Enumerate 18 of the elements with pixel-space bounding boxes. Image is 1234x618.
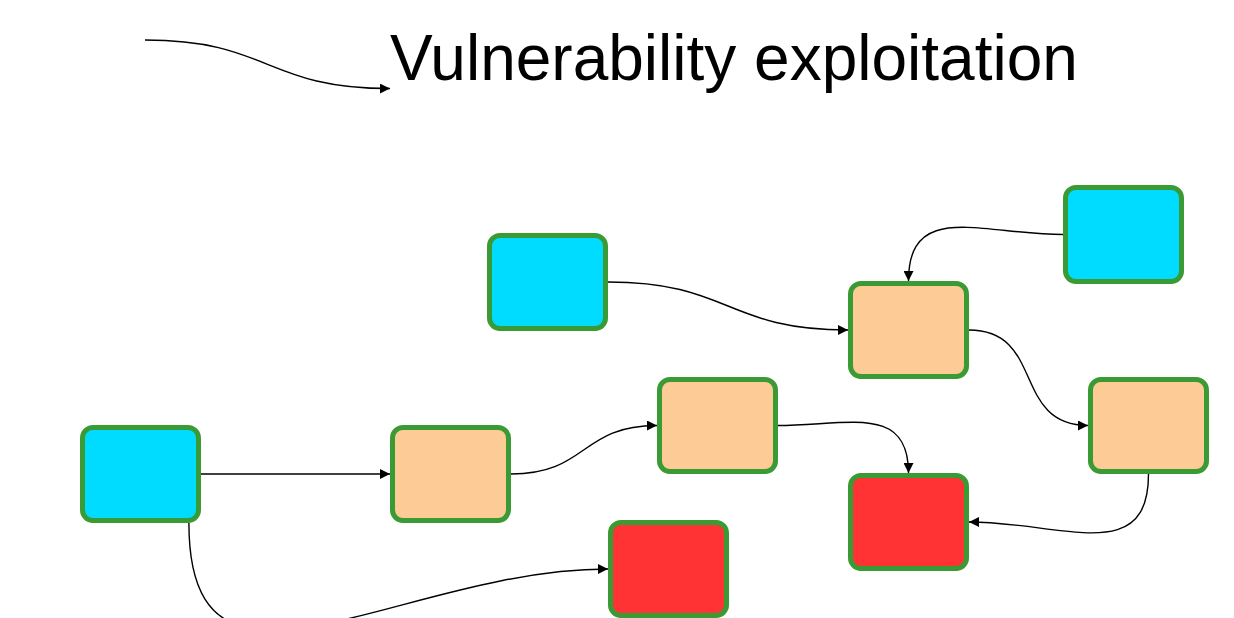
arrow [607, 281, 849, 335]
arrow [968, 329, 1089, 430]
node-box [487, 233, 608, 331]
arrow [777, 421, 913, 474]
node-box [80, 425, 201, 523]
node-box [1088, 377, 1209, 474]
node-box [608, 520, 729, 618]
node-box [1063, 185, 1184, 284]
arrow [968, 473, 1150, 534]
arrow [904, 226, 1064, 282]
node-box [657, 377, 778, 474]
arrow [200, 469, 391, 479]
arrow [510, 421, 658, 475]
node-box [848, 281, 969, 379]
node-box [390, 425, 511, 523]
arrow [188, 522, 609, 618]
arrow [144, 39, 391, 94]
node-box [848, 473, 969, 571]
